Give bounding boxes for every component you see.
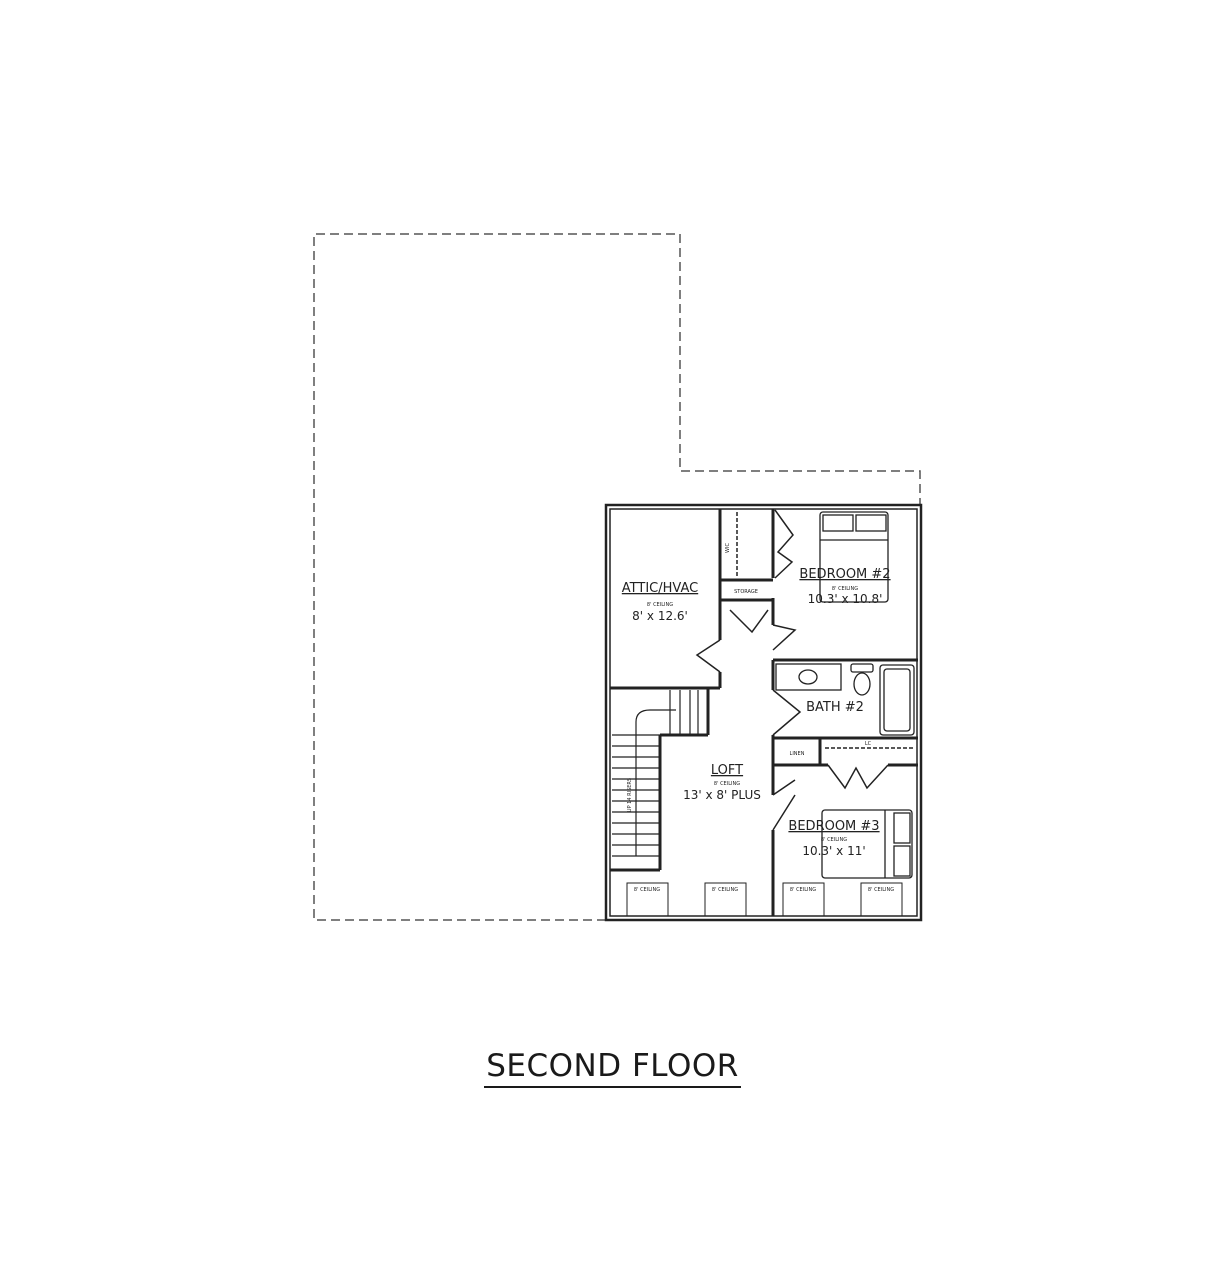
bath-fixtures — [775, 663, 915, 736]
window-label: 8' CEILING — [790, 887, 816, 893]
attic-name: ATTIC/HVAC — [622, 581, 698, 596]
closet-shelves — [736, 512, 915, 749]
storage-label: STORAGE — [734, 589, 758, 595]
toilet-icon — [853, 672, 871, 696]
plan-title-text: SECOND FLOOR — [484, 1048, 741, 1088]
plan-title: SECOND FLOOR — [0, 1048, 1225, 1088]
bedroom-3-name: BEDROOM #3 — [788, 819, 879, 834]
linen-label: LINEN — [790, 751, 805, 757]
bedroom-2-name: BEDROOM #2 — [799, 567, 890, 582]
bed-bedroom-2 — [819, 511, 889, 603]
window-label: 8' CEILING — [868, 887, 894, 893]
loft-size: 13' x 8' PLUS — [683, 788, 761, 802]
bedroom-3-ceiling: 8' CEILING — [821, 837, 847, 843]
bathtub — [879, 664, 915, 736]
bed-bedroom-3 — [821, 809, 913, 879]
bath-2-name: BATH #2 — [806, 700, 864, 715]
bedroom-2-size: 10.3' x 10.8' — [808, 592, 883, 606]
sink-icon — [798, 669, 818, 685]
window-label: 8' CEILING — [634, 887, 660, 893]
bedroom-3-size: 10.3' x 11' — [802, 844, 865, 858]
vanity — [775, 663, 842, 691]
exterior-walls — [604, 503, 923, 922]
lc-label: LC — [865, 741, 872, 747]
loft-name: LOFT — [711, 763, 743, 778]
toilet-tank — [850, 663, 874, 673]
room-labels: ATTIC/HVAC 8' CEILING 8' x 12.6' BEDROOM… — [622, 543, 894, 893]
doors — [695, 509, 889, 831]
lower-floor-outline — [313, 233, 921, 921]
stairs-label: UP 14 RISERS — [627, 778, 633, 812]
attic-size: 8' x 12.6' — [632, 609, 688, 623]
beds — [819, 511, 913, 879]
bedroom-2-ceiling: 8' CEILING — [832, 586, 858, 592]
window-headers — [626, 882, 903, 916]
interior-walls — [610, 509, 918, 916]
loft-ceiling: 8' CEILING — [714, 781, 740, 787]
staircase[interactable] — [612, 690, 699, 857]
wic-label: WIC — [725, 543, 731, 553]
attic-ceiling: 8' CEILING — [647, 602, 673, 608]
window-label: 8' CEILING — [712, 887, 738, 893]
